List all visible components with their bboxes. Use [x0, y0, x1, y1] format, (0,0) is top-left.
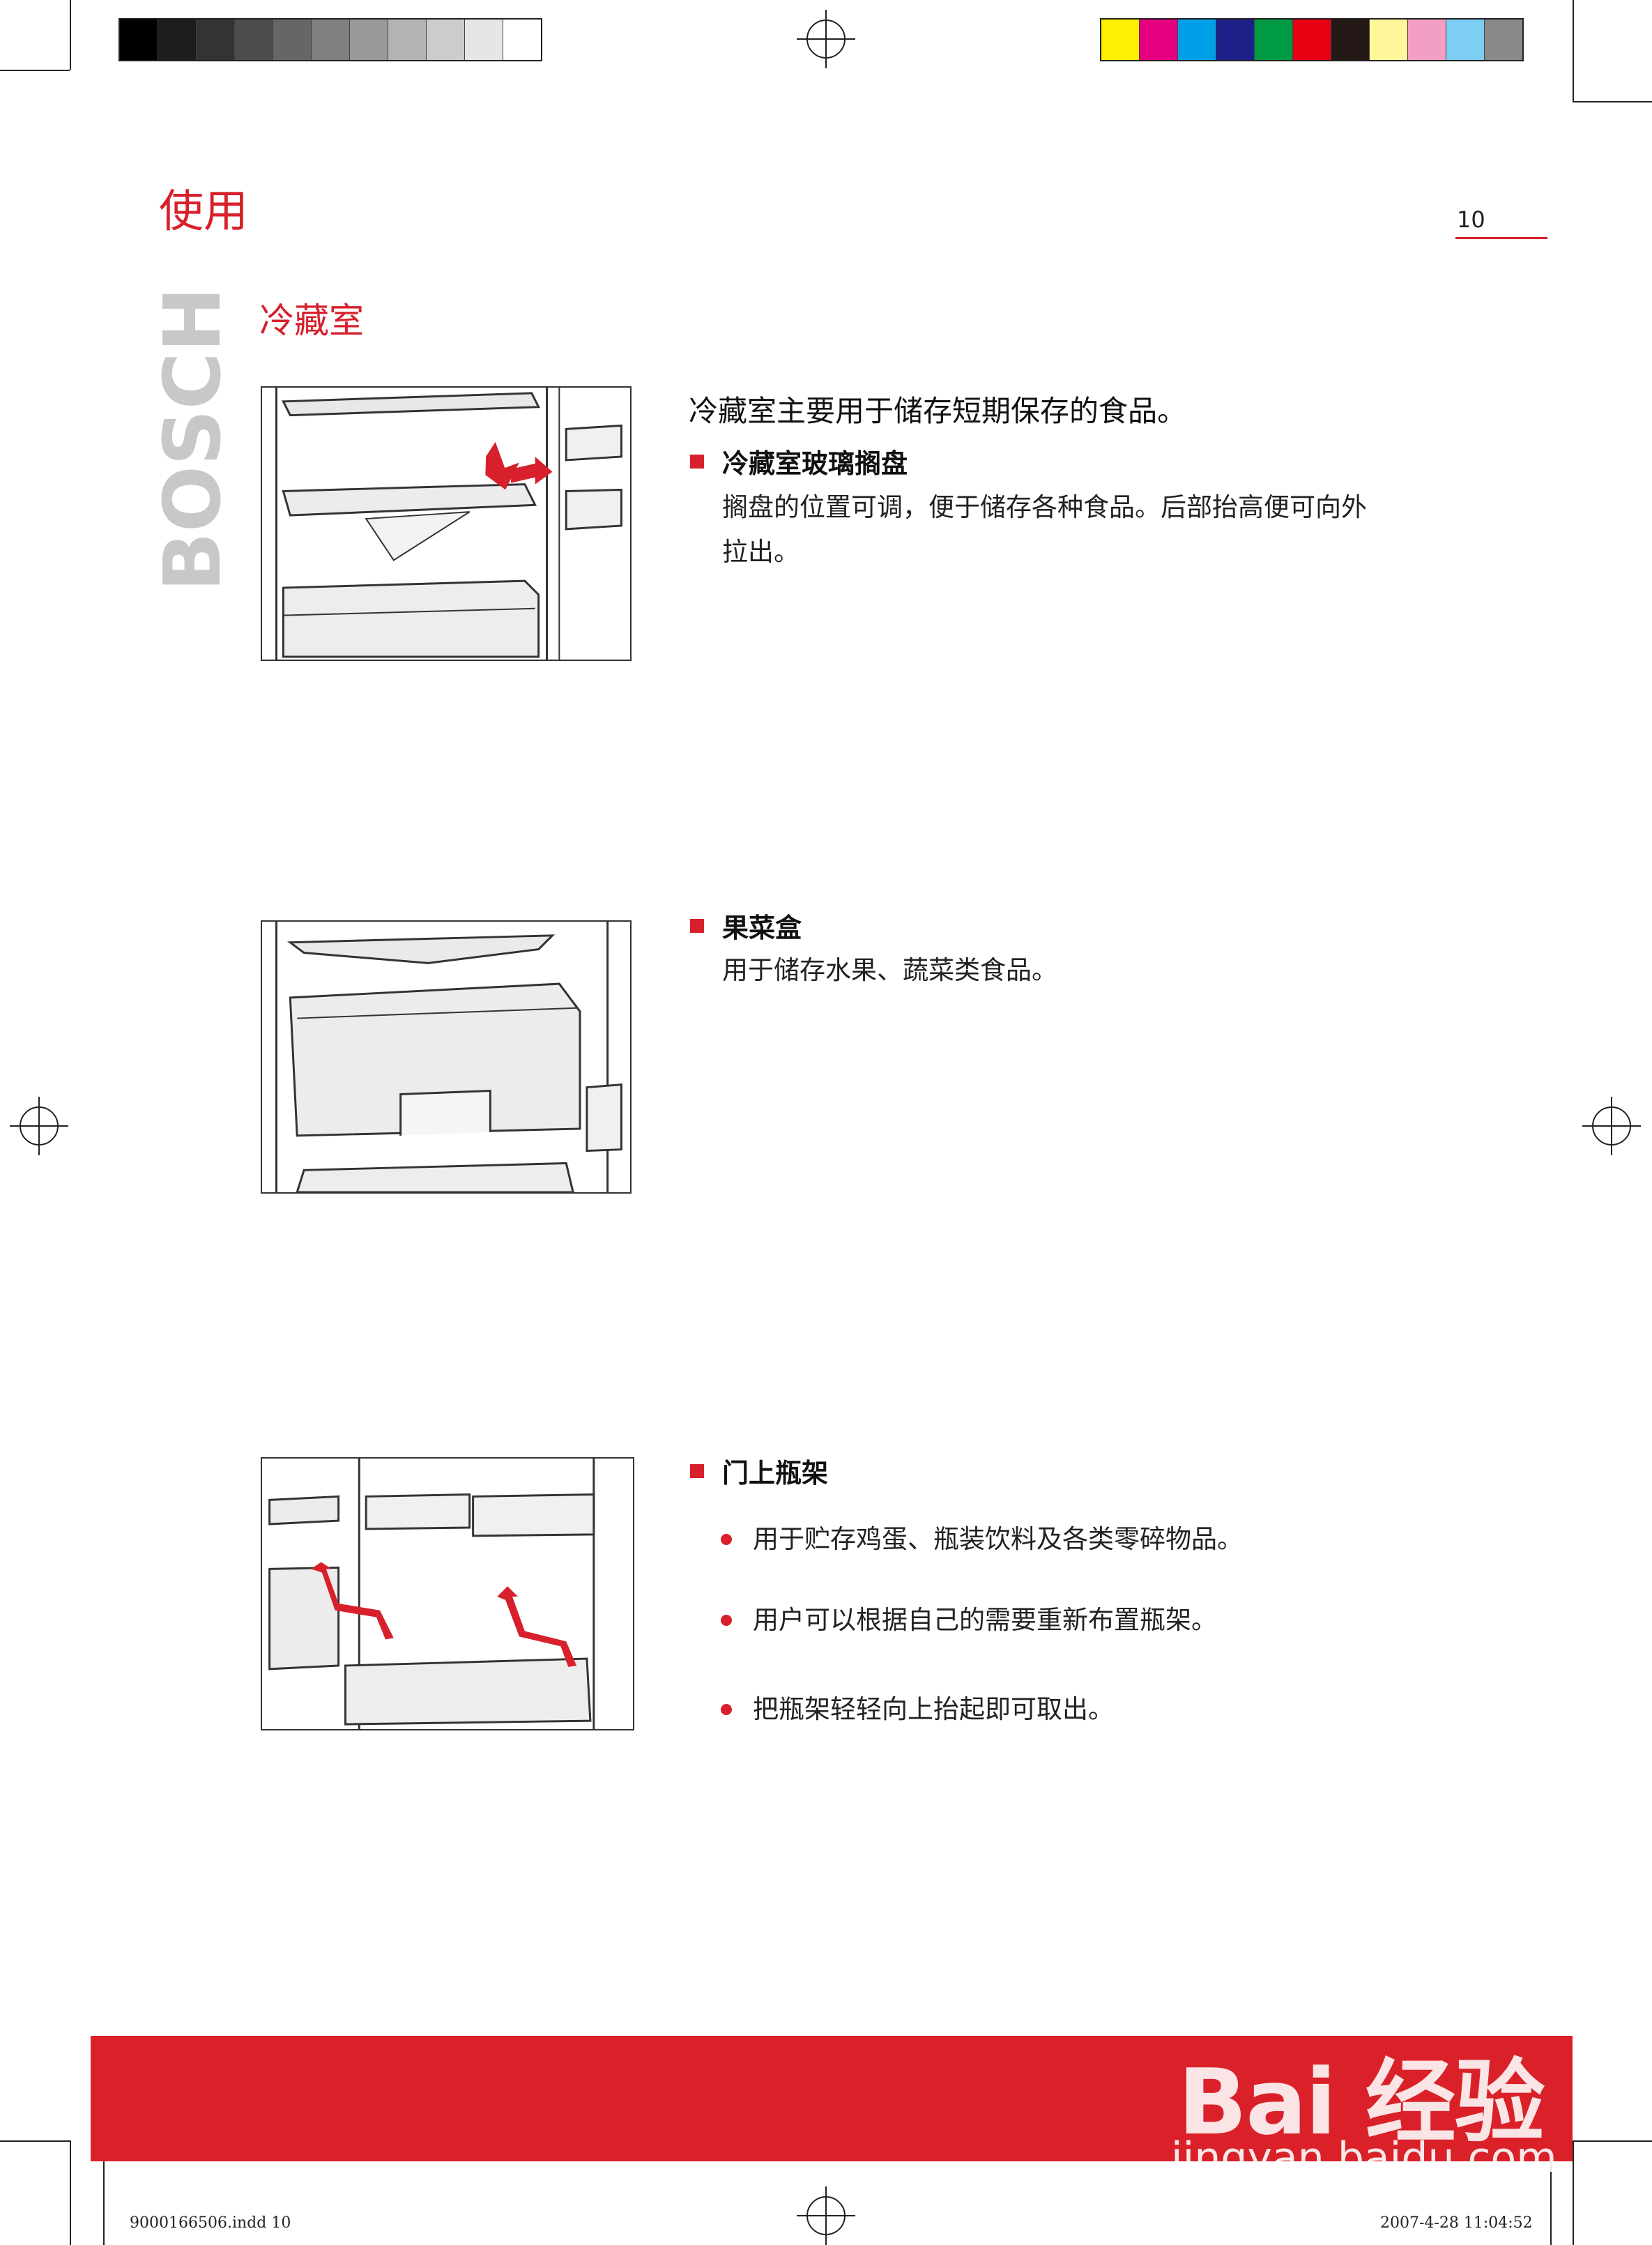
watermark-logo: Bai 经验: [1178, 2049, 1545, 2155]
color-swatch: [1331, 20, 1370, 60]
gray-swatch: [388, 20, 427, 60]
registration-mark-top: [797, 10, 855, 68]
door-rack-bullet-2: 用户可以根据自己的需要重新布置瓶架。: [753, 1605, 1217, 1635]
glass-shelf-heading: 冷藏室玻璃搁盘: [722, 448, 908, 479]
color-swatch: [1101, 20, 1140, 60]
page-title: 使用: [159, 186, 248, 238]
footer-timestamp: 2007-4-28 11:04:52: [1380, 2214, 1533, 2232]
registration-mark-bottom: [797, 2186, 855, 2245]
registration-mark-right: [1582, 1097, 1641, 1155]
watermark-url: jingyan.baidu.com: [1171, 2133, 1557, 2182]
intro-text: 冷藏室主要用于储存短期保存的食品。: [689, 394, 1187, 428]
crisper-heading: 果菜盒: [722, 913, 802, 943]
color-swatch: [1446, 20, 1485, 60]
color-swatch: [1216, 20, 1255, 60]
section-title: 冷藏室: [259, 300, 364, 341]
footer-file-info: 9000166506.indd 10: [130, 2214, 291, 2232]
gray-swatch: [503, 20, 541, 60]
color-swatch: [1255, 20, 1293, 60]
bullet-dot: [721, 1615, 732, 1626]
color-swatch: [1293, 20, 1331, 60]
glass-shelf-line-2: 拉出。: [722, 537, 800, 567]
door-rack-bullet-1: 用于贮存鸡蛋、瓶装饮料及各类零碎物品。: [753, 1524, 1243, 1554]
gray-swatch: [235, 20, 273, 60]
color-swatch: [1178, 20, 1216, 60]
glass-shelf-illustration: [261, 386, 632, 661]
brand-logo: BOSCH: [148, 287, 238, 591]
gray-swatch: [312, 20, 350, 60]
door-rack-heading: 门上瓶架: [722, 1458, 829, 1489]
gray-swatch: [120, 20, 158, 60]
svg-text:BOSCH: BOSCH: [155, 293, 231, 586]
crisper-line-1: 用于储存水果、蔬菜类食品。: [722, 955, 1057, 985]
gray-swatch: [350, 20, 388, 60]
glass-shelf-line-1: 搁盘的位置可调，便于储存各种食品。后部抬高便可向外: [722, 492, 1367, 522]
bullet-square: [690, 455, 704, 469]
footer-band: [91, 2036, 1573, 2161]
color-swatch: [1370, 20, 1408, 60]
gray-swatch: [158, 20, 197, 60]
color-swatch: [1140, 20, 1178, 60]
color-swatch: [1485, 20, 1522, 60]
registration-mark-left: [10, 1097, 68, 1155]
gray-swatch: [273, 20, 312, 60]
gray-color-bar: [118, 18, 542, 61]
color-swatch: [1408, 20, 1446, 60]
page-number-rule: [1455, 237, 1547, 239]
crisper-drawer-illustration: [261, 920, 632, 1194]
page-number: 10: [1457, 206, 1485, 233]
gray-swatch: [465, 20, 503, 60]
gray-swatch: [197, 20, 235, 60]
bullet-dot: [721, 1704, 732, 1715]
bullet-dot: [721, 1534, 732, 1545]
door-rack-illustration: [261, 1457, 634, 1730]
gray-swatch: [427, 20, 465, 60]
door-rack-bullet-3: 把瓶架轻轻向上抬起即可取出。: [753, 1694, 1114, 1724]
process-color-bar: [1100, 18, 1524, 61]
bullet-square: [690, 1464, 704, 1478]
bullet-square: [690, 919, 704, 933]
